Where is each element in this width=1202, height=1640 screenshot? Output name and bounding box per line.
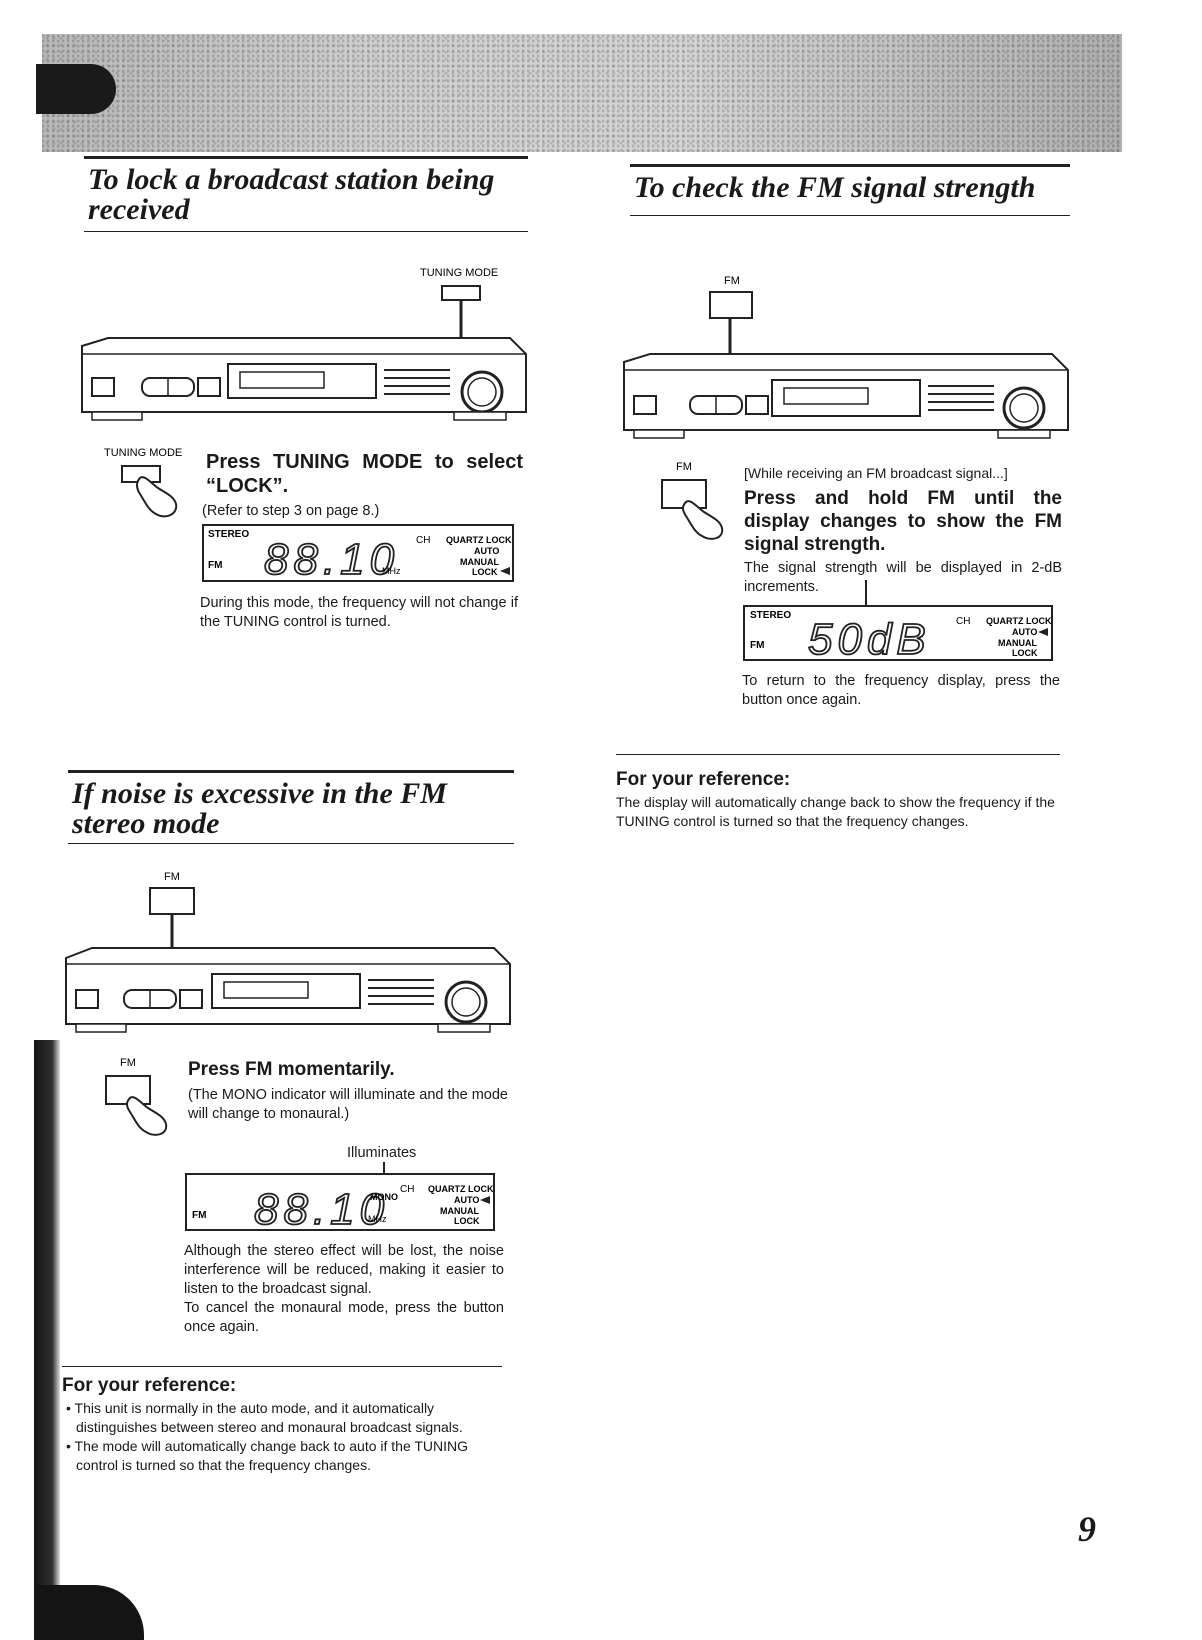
svg-text:FM: FM bbox=[208, 560, 222, 571]
signal-hand-press-icon: FM bbox=[661, 461, 724, 540]
tuner-illustration-noise: FM bbox=[65, 871, 511, 1033]
reference-right-text: The display will automatically change ba… bbox=[616, 794, 1055, 829]
noise-note-1: Although the stereo effect will be lost,… bbox=[184, 1243, 504, 1297]
signal-note: To return to the frequency display, pres… bbox=[742, 673, 1060, 708]
signal-display-digits: 50dB bbox=[808, 615, 931, 664]
svg-text:QUARTZ LOCK: QUARTZ LOCK bbox=[446, 535, 512, 545]
noise-fm-button bbox=[149, 887, 195, 915]
signal-section-title: To check the FM signal strength bbox=[630, 164, 1070, 216]
page-number: 9 bbox=[1078, 1509, 1096, 1549]
lock-display-digits: 88.10 bbox=[264, 535, 399, 584]
noise-step-text: Press FM momentarily. bbox=[188, 1059, 395, 1080]
lock-step-text: Press TUNING MODE to select “LOCK”. bbox=[206, 451, 523, 497]
lock-step-note: (Refer to step 3 on page 8.) bbox=[202, 503, 380, 519]
signal-fm-button bbox=[709, 291, 753, 319]
noise-hand-press-icon: FM bbox=[105, 1057, 168, 1136]
noise-step-note: (The MONO indicator will illuminate and … bbox=[188, 1087, 508, 1122]
reference-left-bullet-2: • The mode will automatically change bac… bbox=[66, 1438, 469, 1473]
tuning-mode-label: TUNING MODE bbox=[420, 267, 498, 279]
svg-text:MHz: MHz bbox=[382, 566, 401, 576]
signal-step-text: Press and hold FM until the display chan… bbox=[744, 488, 1062, 555]
reference-left-bullet-1: • This unit is normally in the auto mode… bbox=[66, 1400, 463, 1435]
svg-text:FM: FM bbox=[750, 640, 764, 651]
reference-right: For your reference: The display will aut… bbox=[616, 754, 1060, 831]
lock-hand-label: TUNING MODE bbox=[104, 447, 182, 459]
scan-edge bbox=[34, 1040, 60, 1640]
svg-text:CH: CH bbox=[416, 535, 430, 546]
signal-step-note: The signal strength will be displayed in… bbox=[744, 560, 1062, 595]
signal-fm-label: FM bbox=[724, 275, 740, 287]
svg-text:AUTO: AUTO bbox=[1012, 627, 1037, 637]
noise-notes: Although the stereo effect will be lost,… bbox=[184, 1242, 504, 1337]
noise-display: FM 88.10 MONO MHz CH QUARTZ LOCK AUTO MA… bbox=[185, 1162, 495, 1234]
svg-text:AUTO: AUTO bbox=[474, 546, 499, 556]
scan-edge-blob bbox=[34, 1585, 144, 1640]
tuner-illustration-lock: TUNING MODE bbox=[81, 267, 527, 421]
noise-display-digits: 88.10 bbox=[254, 1185, 389, 1234]
noise-hand-label: FM bbox=[120, 1057, 136, 1069]
svg-text:STEREO: STEREO bbox=[208, 529, 249, 540]
svg-text:QUARTZ LOCK: QUARTZ LOCK bbox=[986, 616, 1052, 626]
svg-text:MANUAL: MANUAL bbox=[440, 1206, 479, 1216]
svg-text:AUTO: AUTO bbox=[454, 1195, 479, 1205]
svg-text:STEREO: STEREO bbox=[750, 610, 791, 621]
header-band bbox=[42, 34, 1122, 152]
noise-step-block: Press FM momentarily. (The MONO indicato… bbox=[188, 1058, 508, 1124]
lock-section-title: To lock a broadcast station being receiv… bbox=[84, 156, 528, 232]
lock-step-block: Press TUNING MODE to select “LOCK”. (Ref… bbox=[198, 450, 523, 521]
svg-text:MHz: MHz bbox=[368, 1214, 387, 1224]
illuminates-label: Illuminates bbox=[347, 1145, 417, 1161]
signal-hand-label: FM bbox=[676, 461, 692, 473]
svg-text:LOCK: LOCK bbox=[472, 567, 498, 577]
signal-context: [While receiving an FM broadcast signal.… bbox=[744, 465, 1008, 481]
svg-text:CH: CH bbox=[400, 1184, 414, 1195]
reference-right-title: For your reference: bbox=[616, 769, 791, 790]
lock-display: STEREO FM 88.10 MHz CH QUARTZ LOCK AUTO … bbox=[202, 524, 514, 584]
svg-text:LOCK: LOCK bbox=[1012, 648, 1038, 658]
svg-text:FM: FM bbox=[192, 1210, 206, 1221]
tuning-mode-button bbox=[441, 285, 481, 301]
noise-note-2: To cancel the monaural mode, press the b… bbox=[184, 1300, 504, 1335]
header-band-mark bbox=[36, 64, 116, 114]
noise-section-title: If noise is excessive in the FM stereo m… bbox=[68, 770, 514, 844]
noise-fm-label: FM bbox=[164, 871, 180, 883]
svg-text:MANUAL: MANUAL bbox=[998, 638, 1037, 648]
signal-step-block: [While receiving an FM broadcast signal.… bbox=[744, 464, 1062, 597]
tuner-illustration-signal: FM bbox=[623, 275, 1069, 439]
reference-left-title: For your reference: bbox=[62, 1375, 237, 1396]
lock-note: During this mode, the frequency will not… bbox=[200, 595, 518, 630]
signal-display: STEREO FM 50dB CH QUARTZ LOCK AUTO MANUA… bbox=[743, 580, 1053, 664]
svg-text:LOCK: LOCK bbox=[454, 1216, 480, 1226]
svg-text:CH: CH bbox=[956, 616, 970, 627]
svg-text:MANUAL: MANUAL bbox=[460, 557, 499, 567]
lock-hand-press-icon: TUNING MODE bbox=[104, 447, 182, 518]
reference-left: For your reference: • This unit is norma… bbox=[62, 1366, 502, 1475]
mono-indicator: MONO bbox=[370, 1192, 398, 1202]
svg-text:QUARTZ LOCK: QUARTZ LOCK bbox=[428, 1184, 494, 1194]
